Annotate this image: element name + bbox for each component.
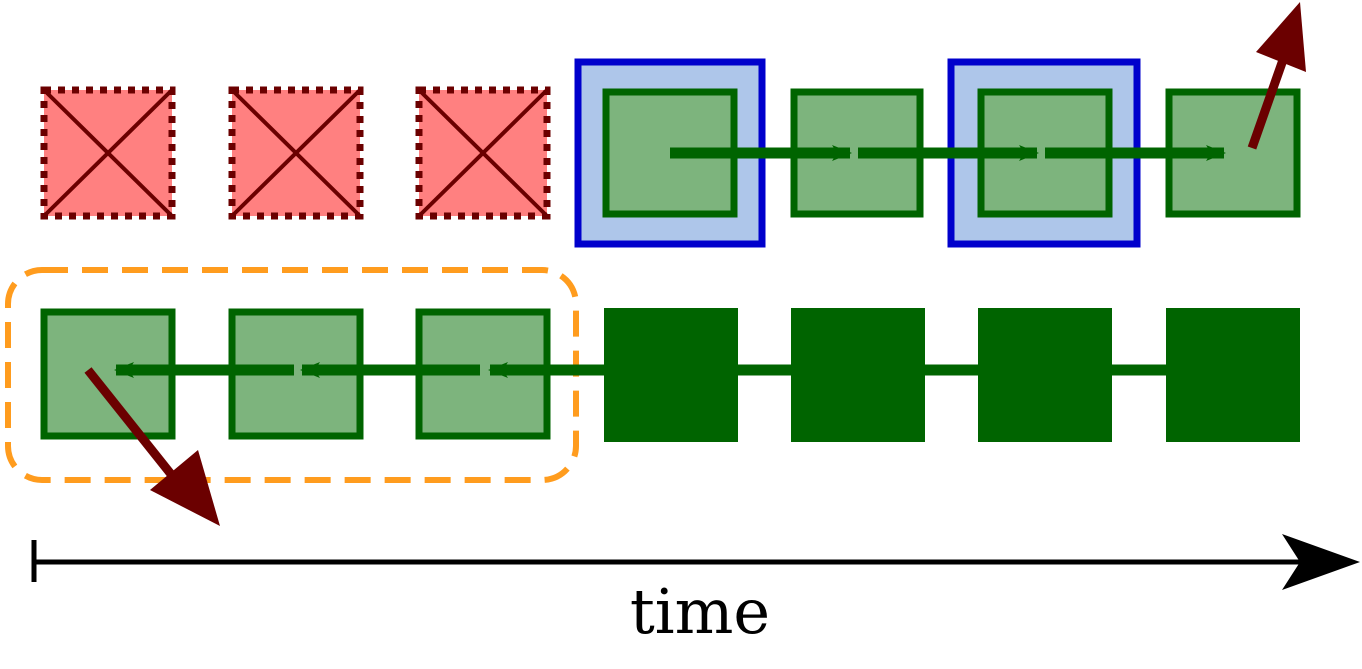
solid-box xyxy=(791,308,925,442)
solid-box xyxy=(604,308,738,442)
axis-arrowhead-icon xyxy=(1282,534,1360,590)
discarded-box xyxy=(228,86,364,220)
discarded-box xyxy=(415,86,551,220)
time-axis xyxy=(31,534,1360,590)
discarded-box xyxy=(40,86,176,220)
axis-label: time xyxy=(630,575,770,648)
solid-box xyxy=(1166,308,1300,442)
solid-box xyxy=(978,308,1112,442)
output-arrow-up xyxy=(1247,2,1306,150)
output-arrow-down xyxy=(84,367,220,526)
